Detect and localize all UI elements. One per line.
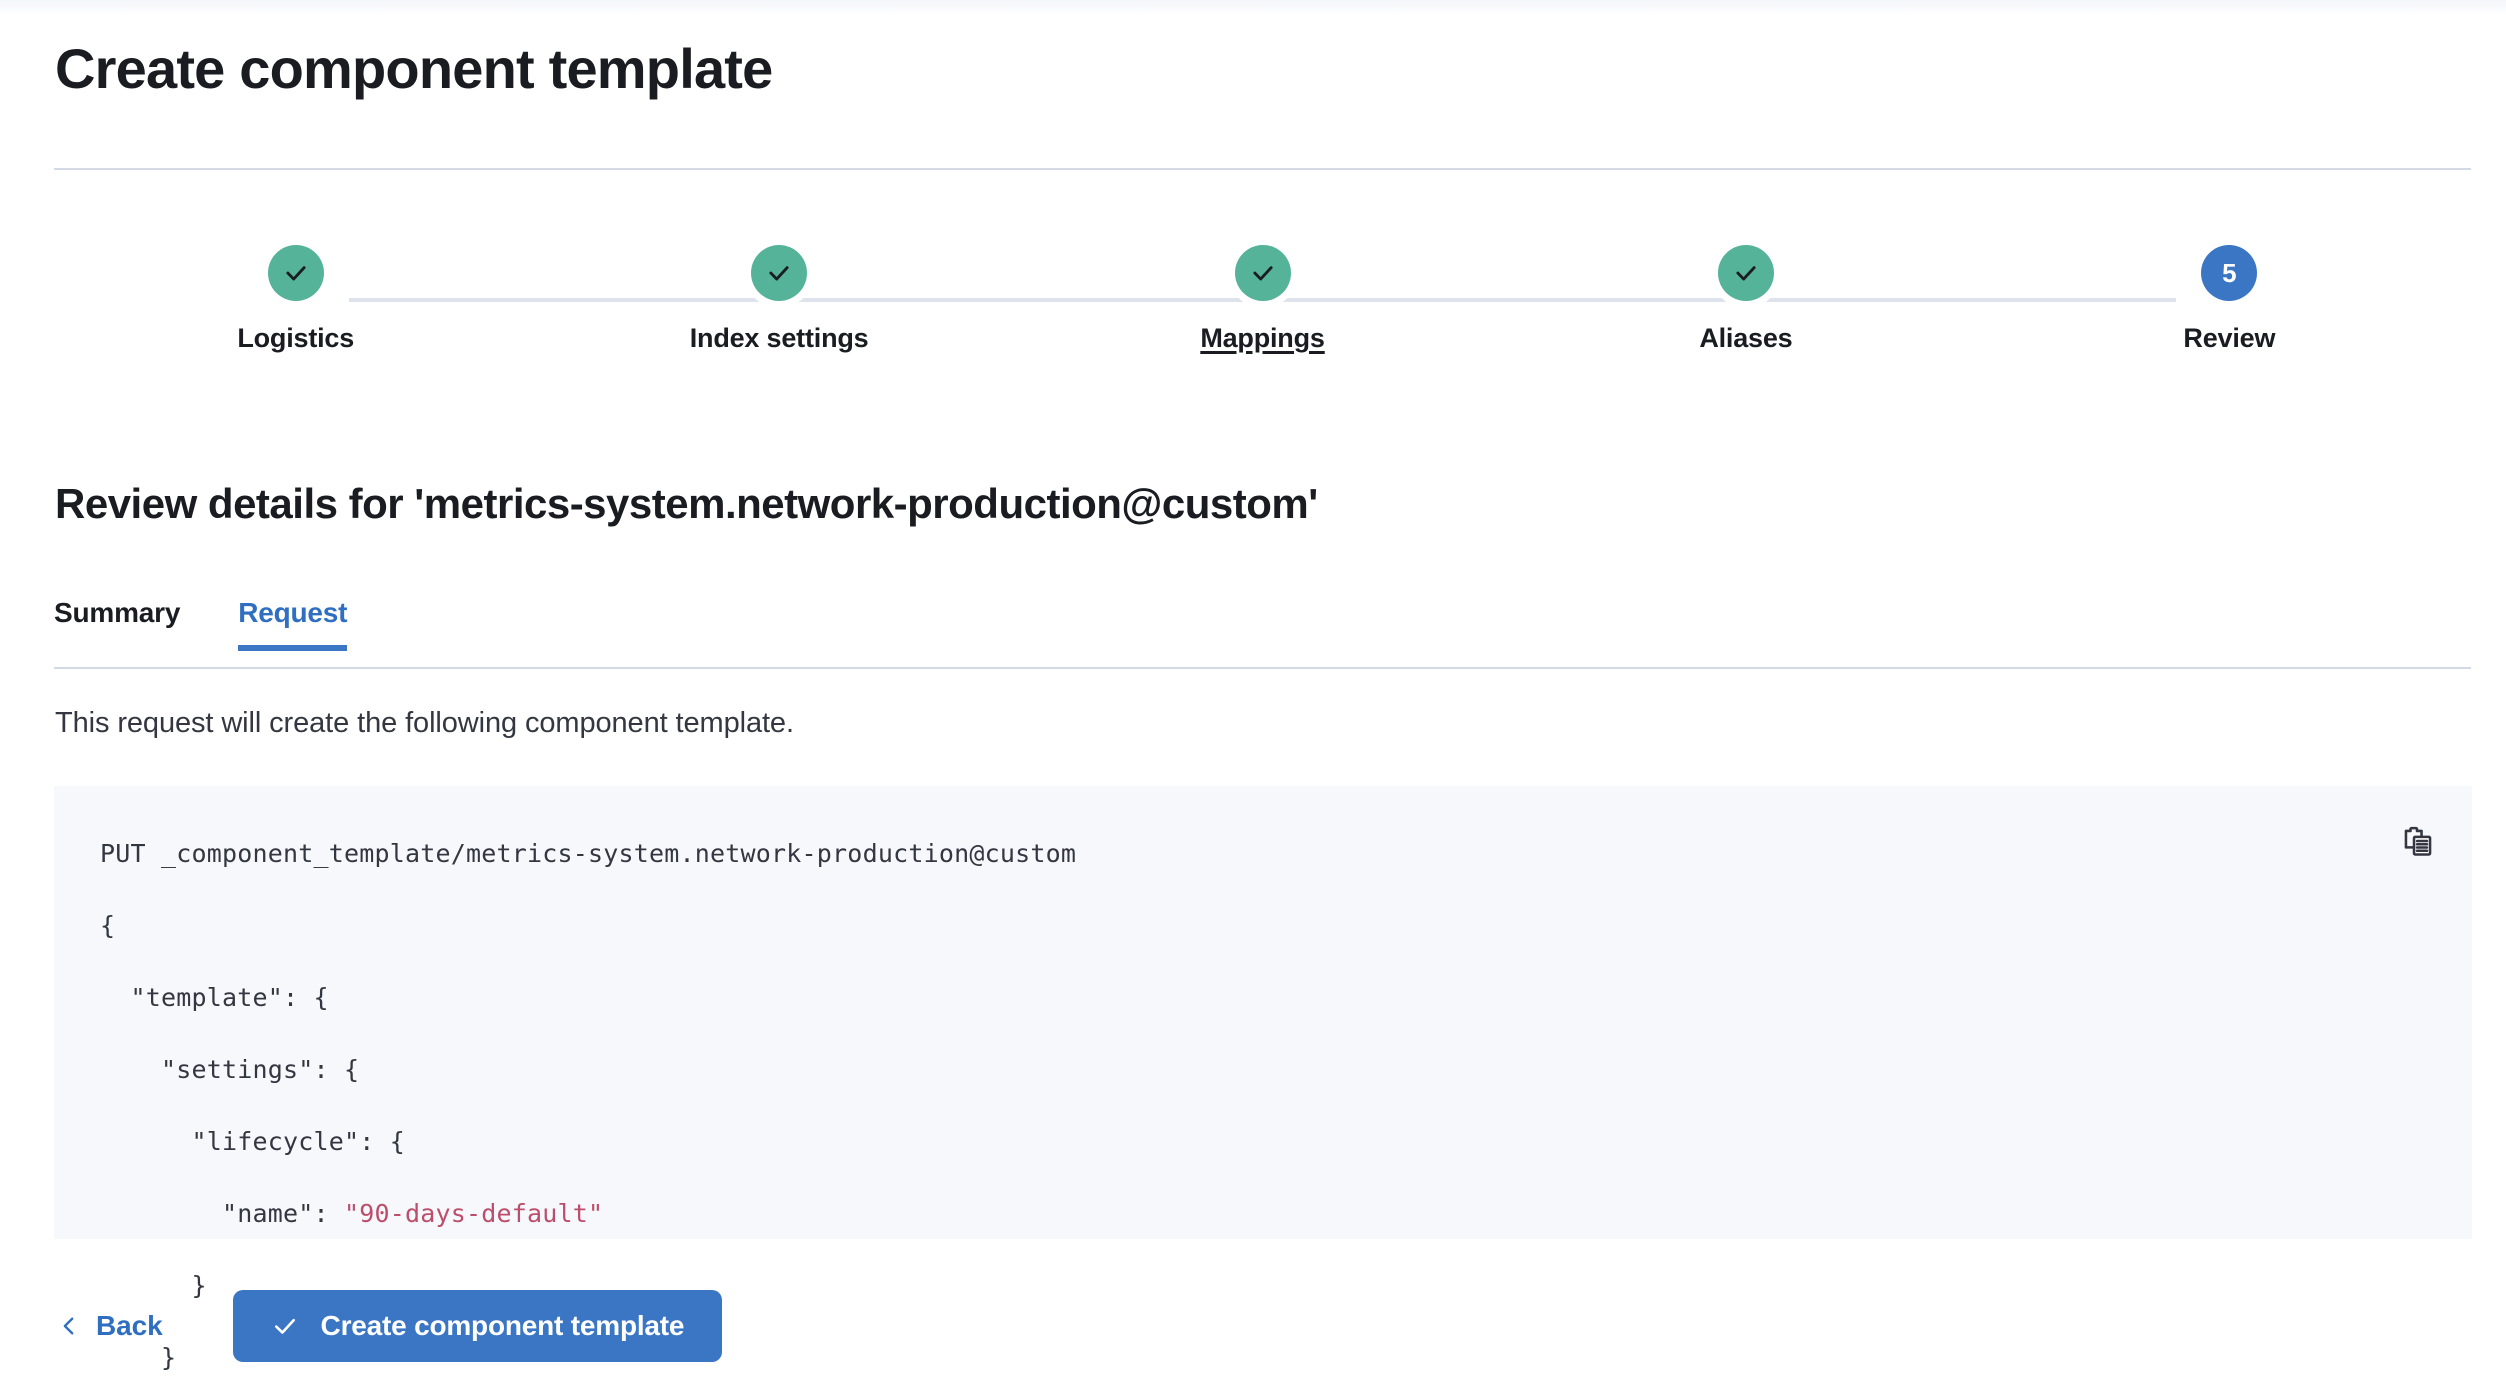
create-component-template-button[interactable]: Create component template: [232, 1290, 723, 1362]
review-heading: Review details for 'metrics-system.netwo…: [55, 480, 1318, 527]
tab-request[interactable]: Request: [238, 595, 379, 651]
top-gradient: [0, 0, 2506, 16]
code-line: {: [100, 911, 116, 940]
copy-to-clipboard-button[interactable]: [2390, 814, 2446, 870]
stepper-step-label: Aliases: [1699, 323, 1793, 353]
stepper-step-number: 5: [2222, 258, 2237, 288]
chevron-left-icon: [63, 1317, 74, 1335]
check-icon: [286, 266, 306, 281]
check-icon: [1736, 266, 1756, 281]
stepper-step-circle: [751, 245, 808, 301]
code-line: }: [100, 1343, 177, 1372]
code-line: "lifecycle": {: [100, 1127, 406, 1156]
code-line: "name": "90-days-default": [100, 1196, 1076, 1232]
stepper-step-label: Logistics: [237, 323, 355, 353]
stepper-step-label: Index settings: [689, 323, 869, 353]
copy-clipboard-icon: [2404, 826, 2432, 856]
create-component-template-button-label: Create component template: [320, 1310, 685, 1341]
code-line: "template": {: [100, 983, 329, 1012]
back-button-label: Back: [96, 1310, 163, 1341]
stepper-step-circle: [1717, 245, 1774, 301]
tabs-baseline: [54, 667, 2471, 669]
stepper-step-logistics[interactable]: Logistics: [54, 245, 537, 354]
tabs-list: Summary Request: [54, 595, 405, 669]
stepper-step-circle: [1234, 245, 1291, 301]
wizard-footer: Back Create component template: [54, 1290, 723, 1362]
code-line: PUT _component_template/metrics-system.n…: [100, 839, 1077, 868]
page-title: Create component template: [55, 37, 773, 100]
review-tabs: Summary Request: [54, 595, 2471, 669]
request-code-panel: PUT _component_template/metrics-system.n…: [54, 786, 2472, 1372]
stepper-step-aliases[interactable]: Aliases: [1504, 245, 1987, 354]
check-icon: [1252, 266, 1273, 281]
stepper-step-label: Review: [2183, 323, 2276, 353]
code-key: "name":: [100, 1199, 345, 1228]
stepper-step-label: Mappings: [1200, 323, 1325, 353]
stepper-step-mappings[interactable]: Mappings: [1021, 245, 1504, 354]
stepper-step-circle: [267, 245, 324, 301]
code-string-value: "90-days-default": [344, 1199, 604, 1228]
check-icon: [769, 266, 789, 281]
title-divider: [54, 168, 2471, 170]
request-code-text: PUT _component_template/metrics-system.n…: [100, 836, 1076, 1388]
code-line: }: [100, 1271, 207, 1300]
code-line: "settings": {: [100, 1055, 360, 1084]
back-button[interactable]: Back: [54, 1302, 167, 1350]
check-icon: [274, 1318, 295, 1334]
stepper-step-index-settings[interactable]: Index settings: [537, 245, 1020, 354]
stepper-step-circle: 5: [2201, 245, 2258, 301]
request-description: This request will create the following c…: [55, 707, 794, 739]
tab-summary[interactable]: Summary: [54, 597, 181, 628]
